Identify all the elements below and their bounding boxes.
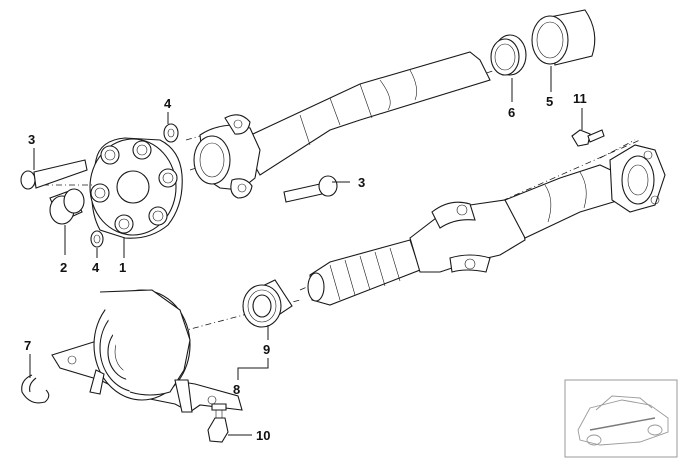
washer [90, 230, 104, 248]
callout-8: 8 [233, 382, 240, 397]
circlip [21, 374, 50, 404]
ball-bearing [242, 279, 293, 328]
callout-6: 6 [508, 105, 515, 120]
callout-4-bottom: 4 [92, 260, 100, 275]
callout-5: 5 [546, 94, 553, 109]
leader-lines [29, 66, 583, 436]
propeller-shaft-front [185, 51, 521, 199]
callout-2: 2 [60, 260, 67, 275]
bolt [20, 159, 88, 190]
washer [163, 123, 179, 143]
callout-10: 10 [256, 428, 270, 443]
callout-11: 11 [573, 91, 587, 106]
callout-1: 1 [119, 260, 126, 275]
bolt [283, 175, 338, 203]
center-bearing-support [51, 289, 301, 413]
callout-9: 9 [263, 342, 270, 357]
hex-bolt [207, 403, 229, 443]
callout-7: 7 [24, 338, 31, 353]
flex-disc [30, 137, 183, 239]
flange-bolt [571, 129, 605, 147]
thumbnail-car [564, 379, 678, 458]
callout-3-right: 3 [358, 175, 365, 190]
dust-sleeve [531, 9, 596, 66]
propeller-shaft-rear [299, 139, 666, 306]
callout-3-left: 3 [28, 132, 35, 147]
callout-4-top: 4 [164, 96, 172, 111]
bearing-ring [490, 34, 527, 76]
callout-labels: 3 4 2 4 1 3 6 5 11 7 9 8 10 [24, 91, 587, 443]
bushing [49, 188, 85, 225]
